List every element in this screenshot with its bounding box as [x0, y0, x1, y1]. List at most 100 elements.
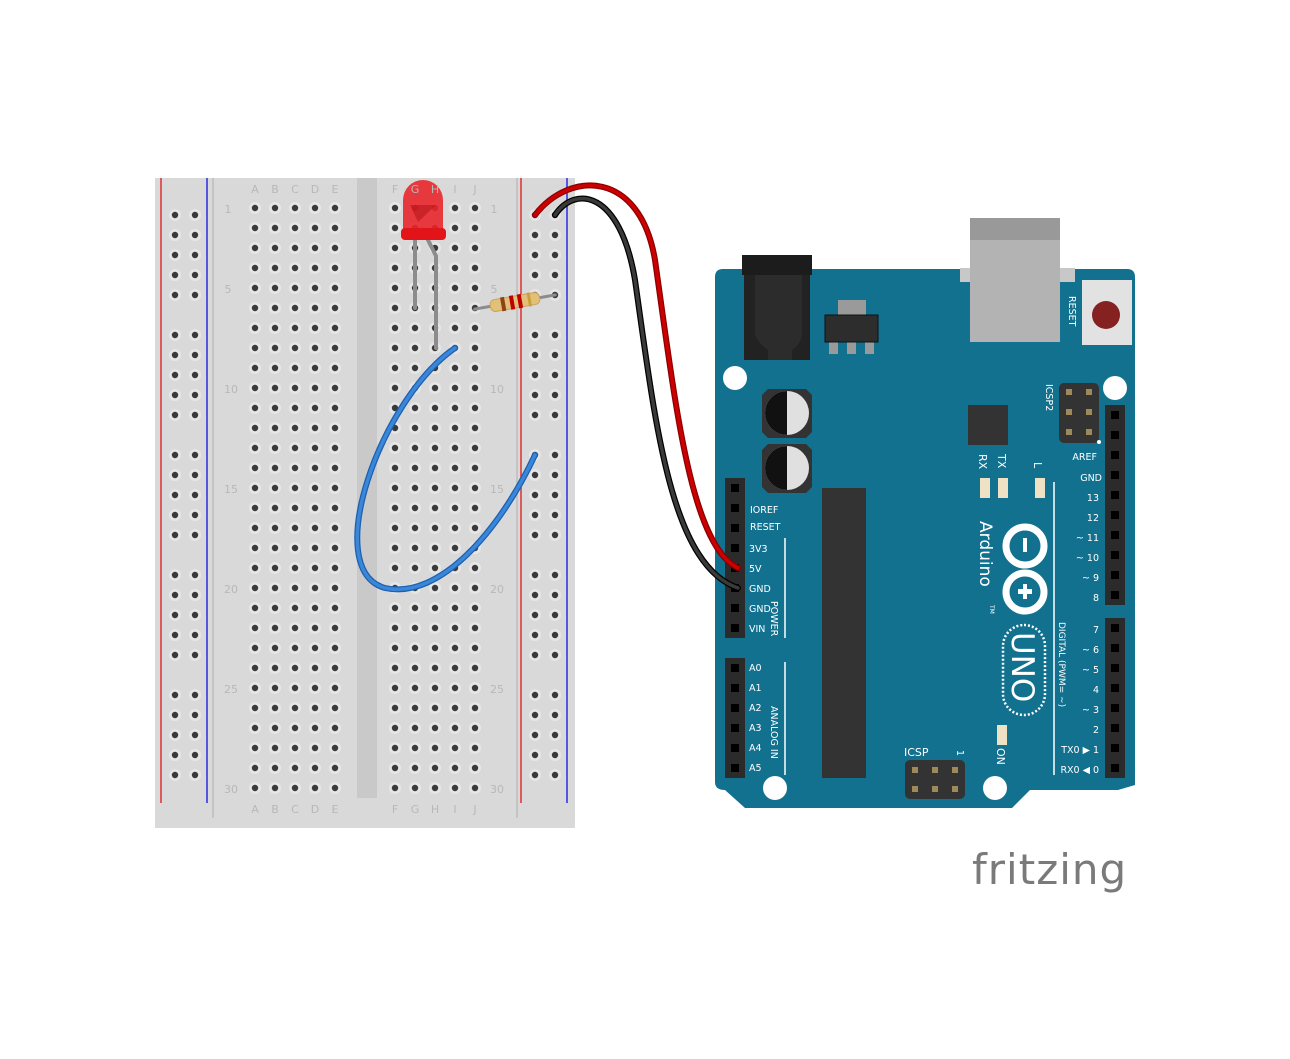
breadboard-hole[interactable] — [251, 664, 259, 672]
breadboard-hole[interactable] — [311, 344, 319, 352]
breadboard-hole[interactable] — [431, 424, 439, 432]
breadboard-hole[interactable] — [331, 384, 339, 392]
breadboard-hole[interactable] — [431, 464, 439, 472]
breadboard-hole[interactable] — [431, 764, 439, 772]
breadboard-hole[interactable] — [191, 451, 199, 459]
breadboard-hole[interactable] — [331, 724, 339, 732]
breadboard-hole[interactable] — [171, 471, 179, 479]
breadboard-hole[interactable] — [271, 564, 279, 572]
breadboard-hole[interactable] — [411, 364, 419, 372]
breadboard-hole[interactable] — [431, 564, 439, 572]
breadboard-hole[interactable] — [271, 684, 279, 692]
breadboard-hole[interactable] — [271, 664, 279, 672]
breadboard-hole[interactable] — [431, 544, 439, 552]
breadboard-hole[interactable] — [531, 271, 539, 279]
breadboard-hole[interactable] — [431, 684, 439, 692]
breadboard-hole[interactable] — [451, 304, 459, 312]
breadboard-hole[interactable] — [451, 724, 459, 732]
breadboard-hole[interactable] — [531, 771, 539, 779]
breadboard-hole[interactable] — [291, 224, 299, 232]
breadboard-hole[interactable] — [171, 351, 179, 359]
header-pin[interactable] — [1111, 431, 1119, 439]
breadboard-hole[interactable] — [391, 284, 399, 292]
header-pin[interactable] — [1111, 724, 1119, 732]
breadboard-hole[interactable] — [251, 204, 259, 212]
breadboard-hole[interactable] — [311, 284, 319, 292]
breadboard-hole[interactable] — [271, 424, 279, 432]
breadboard-hole[interactable] — [551, 351, 559, 359]
breadboard-hole[interactable] — [251, 304, 259, 312]
breadboard-hole[interactable] — [271, 344, 279, 352]
breadboard-hole[interactable] — [451, 224, 459, 232]
breadboard-hole[interactable] — [411, 644, 419, 652]
breadboard-hole[interactable] — [171, 331, 179, 339]
breadboard-hole[interactable] — [171, 211, 179, 219]
breadboard-hole[interactable] — [291, 244, 299, 252]
breadboard-hole[interactable] — [291, 324, 299, 332]
breadboard-hole[interactable] — [471, 444, 479, 452]
breadboard-hole[interactable] — [411, 764, 419, 772]
breadboard-hole[interactable] — [291, 264, 299, 272]
breadboard-hole[interactable] — [251, 344, 259, 352]
breadboard-hole[interactable] — [551, 271, 559, 279]
breadboard-hole[interactable] — [451, 664, 459, 672]
breadboard-hole[interactable] — [451, 644, 459, 652]
breadboard-hole[interactable] — [391, 744, 399, 752]
breadboard-hole[interactable] — [431, 504, 439, 512]
header-pin[interactable] — [1111, 511, 1119, 519]
breadboard-hole[interactable] — [191, 611, 199, 619]
breadboard-hole[interactable] — [551, 771, 559, 779]
breadboard-hole[interactable] — [391, 524, 399, 532]
breadboard-hole[interactable] — [411, 744, 419, 752]
breadboard-hole[interactable] — [271, 204, 279, 212]
breadboard-hole[interactable] — [391, 684, 399, 692]
breadboard-hole[interactable] — [251, 464, 259, 472]
header-pin[interactable] — [1111, 491, 1119, 499]
breadboard-hole[interactable] — [331, 444, 339, 452]
header-pin[interactable] — [731, 484, 739, 492]
breadboard-hole[interactable] — [451, 764, 459, 772]
breadboard-hole[interactable] — [451, 744, 459, 752]
breadboard-hole[interactable] — [311, 624, 319, 632]
breadboard-hole[interactable] — [391, 604, 399, 612]
breadboard-hole[interactable] — [311, 224, 319, 232]
breadboard-hole[interactable] — [411, 704, 419, 712]
breadboard-hole[interactable] — [171, 711, 179, 719]
breadboard-hole[interactable] — [391, 464, 399, 472]
breadboard-hole[interactable] — [171, 371, 179, 379]
breadboard-hole[interactable] — [531, 571, 539, 579]
breadboard-hole[interactable] — [271, 524, 279, 532]
breadboard-hole[interactable] — [331, 424, 339, 432]
breadboard-hole[interactable] — [471, 624, 479, 632]
breadboard-hole[interactable] — [191, 331, 199, 339]
breadboard-hole[interactable] — [411, 724, 419, 732]
breadboard-hole[interactable] — [471, 564, 479, 572]
breadboard-hole[interactable] — [191, 411, 199, 419]
breadboard-hole[interactable] — [471, 524, 479, 532]
red-led[interactable] — [401, 180, 446, 350]
breadboard-hole[interactable] — [391, 484, 399, 492]
breadboard-hole[interactable] — [411, 404, 419, 412]
breadboard-hole[interactable] — [331, 544, 339, 552]
breadboard-hole[interactable] — [171, 251, 179, 259]
breadboard-hole[interactable] — [471, 244, 479, 252]
breadboard-hole[interactable] — [331, 484, 339, 492]
breadboard-hole[interactable] — [411, 604, 419, 612]
breadboard-hole[interactable] — [191, 271, 199, 279]
breadboard-hole[interactable] — [331, 624, 339, 632]
breadboard-hole[interactable] — [271, 764, 279, 772]
breadboard-hole[interactable] — [291, 764, 299, 772]
breadboard-hole[interactable] — [551, 391, 559, 399]
breadboard-hole[interactable] — [451, 484, 459, 492]
breadboard-hole[interactable] — [171, 631, 179, 639]
breadboard-hole[interactable] — [471, 204, 479, 212]
breadboard-hole[interactable] — [551, 251, 559, 259]
breadboard-hole[interactable] — [251, 324, 259, 332]
breadboard-hole[interactable] — [431, 584, 439, 592]
breadboard-hole[interactable] — [551, 691, 559, 699]
breadboard-hole[interactable] — [271, 364, 279, 372]
breadboard-hole[interactable] — [271, 284, 279, 292]
breadboard-hole[interactable] — [471, 224, 479, 232]
breadboard-hole[interactable] — [451, 244, 459, 252]
breadboard-hole[interactable] — [551, 731, 559, 739]
